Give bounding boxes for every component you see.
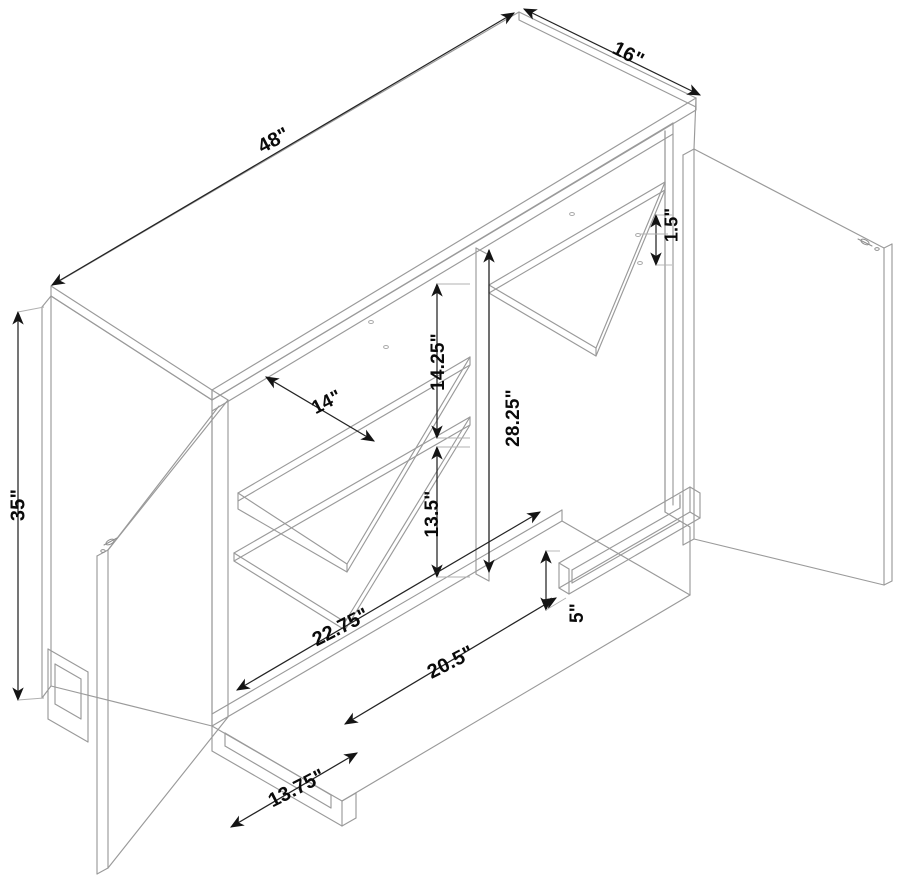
- dim-line-base-frame-length: [344, 597, 557, 725]
- cabinet-left-side-panel: [41, 295, 52, 699]
- dim-line-shelf-width: [265, 376, 375, 442]
- left-door-hinges: [100, 537, 118, 553]
- dim-label-shelf-gap-lower: 13.5": [422, 490, 443, 538]
- dim-line-top-inset: [640, 213, 672, 267]
- cabinet-back-panel: [50, 295, 213, 727]
- center-divider-panel: [475, 247, 490, 582]
- dim-line-overall-width: [51, 12, 515, 286]
- base-frame-right: [558, 486, 701, 595]
- right-door-hinges: [857, 238, 880, 251]
- dim-line-base-frame-height: [540, 549, 567, 612]
- cabinet-interior-back: [211, 130, 666, 727]
- right-door-panel: [682, 97, 893, 586]
- cabinet-right-side-panel: [664, 122, 674, 513]
- base-frame-front: [211, 725, 357, 827]
- dim-line-overall-height: [12, 306, 45, 702]
- cabinet-top-panel: [50, 11, 697, 401]
- dim-label-shelf-gap-upper: 14.25": [428, 333, 449, 391]
- dim-line-base-frame-depth: [230, 752, 358, 828]
- dim-label-interior-height: 28.25": [503, 389, 524, 447]
- left-door-panel: [96, 389, 229, 875]
- dim-label-top-inset: 1.5": [661, 207, 682, 243]
- upper-shelf-right: [488, 181, 666, 357]
- base-frame-left-leg: [47, 648, 89, 743]
- dim-label-base-frame-height: 5": [567, 603, 588, 623]
- dim-line-shelf-gap-upper: [431, 282, 470, 440]
- shelf-pin-holes: [368, 212, 643, 349]
- dim-label-overall-height: 35": [7, 488, 30, 522]
- dim-line-compartment-width: [236, 511, 541, 691]
- dim-line-overall-depth: [522, 8, 702, 96]
